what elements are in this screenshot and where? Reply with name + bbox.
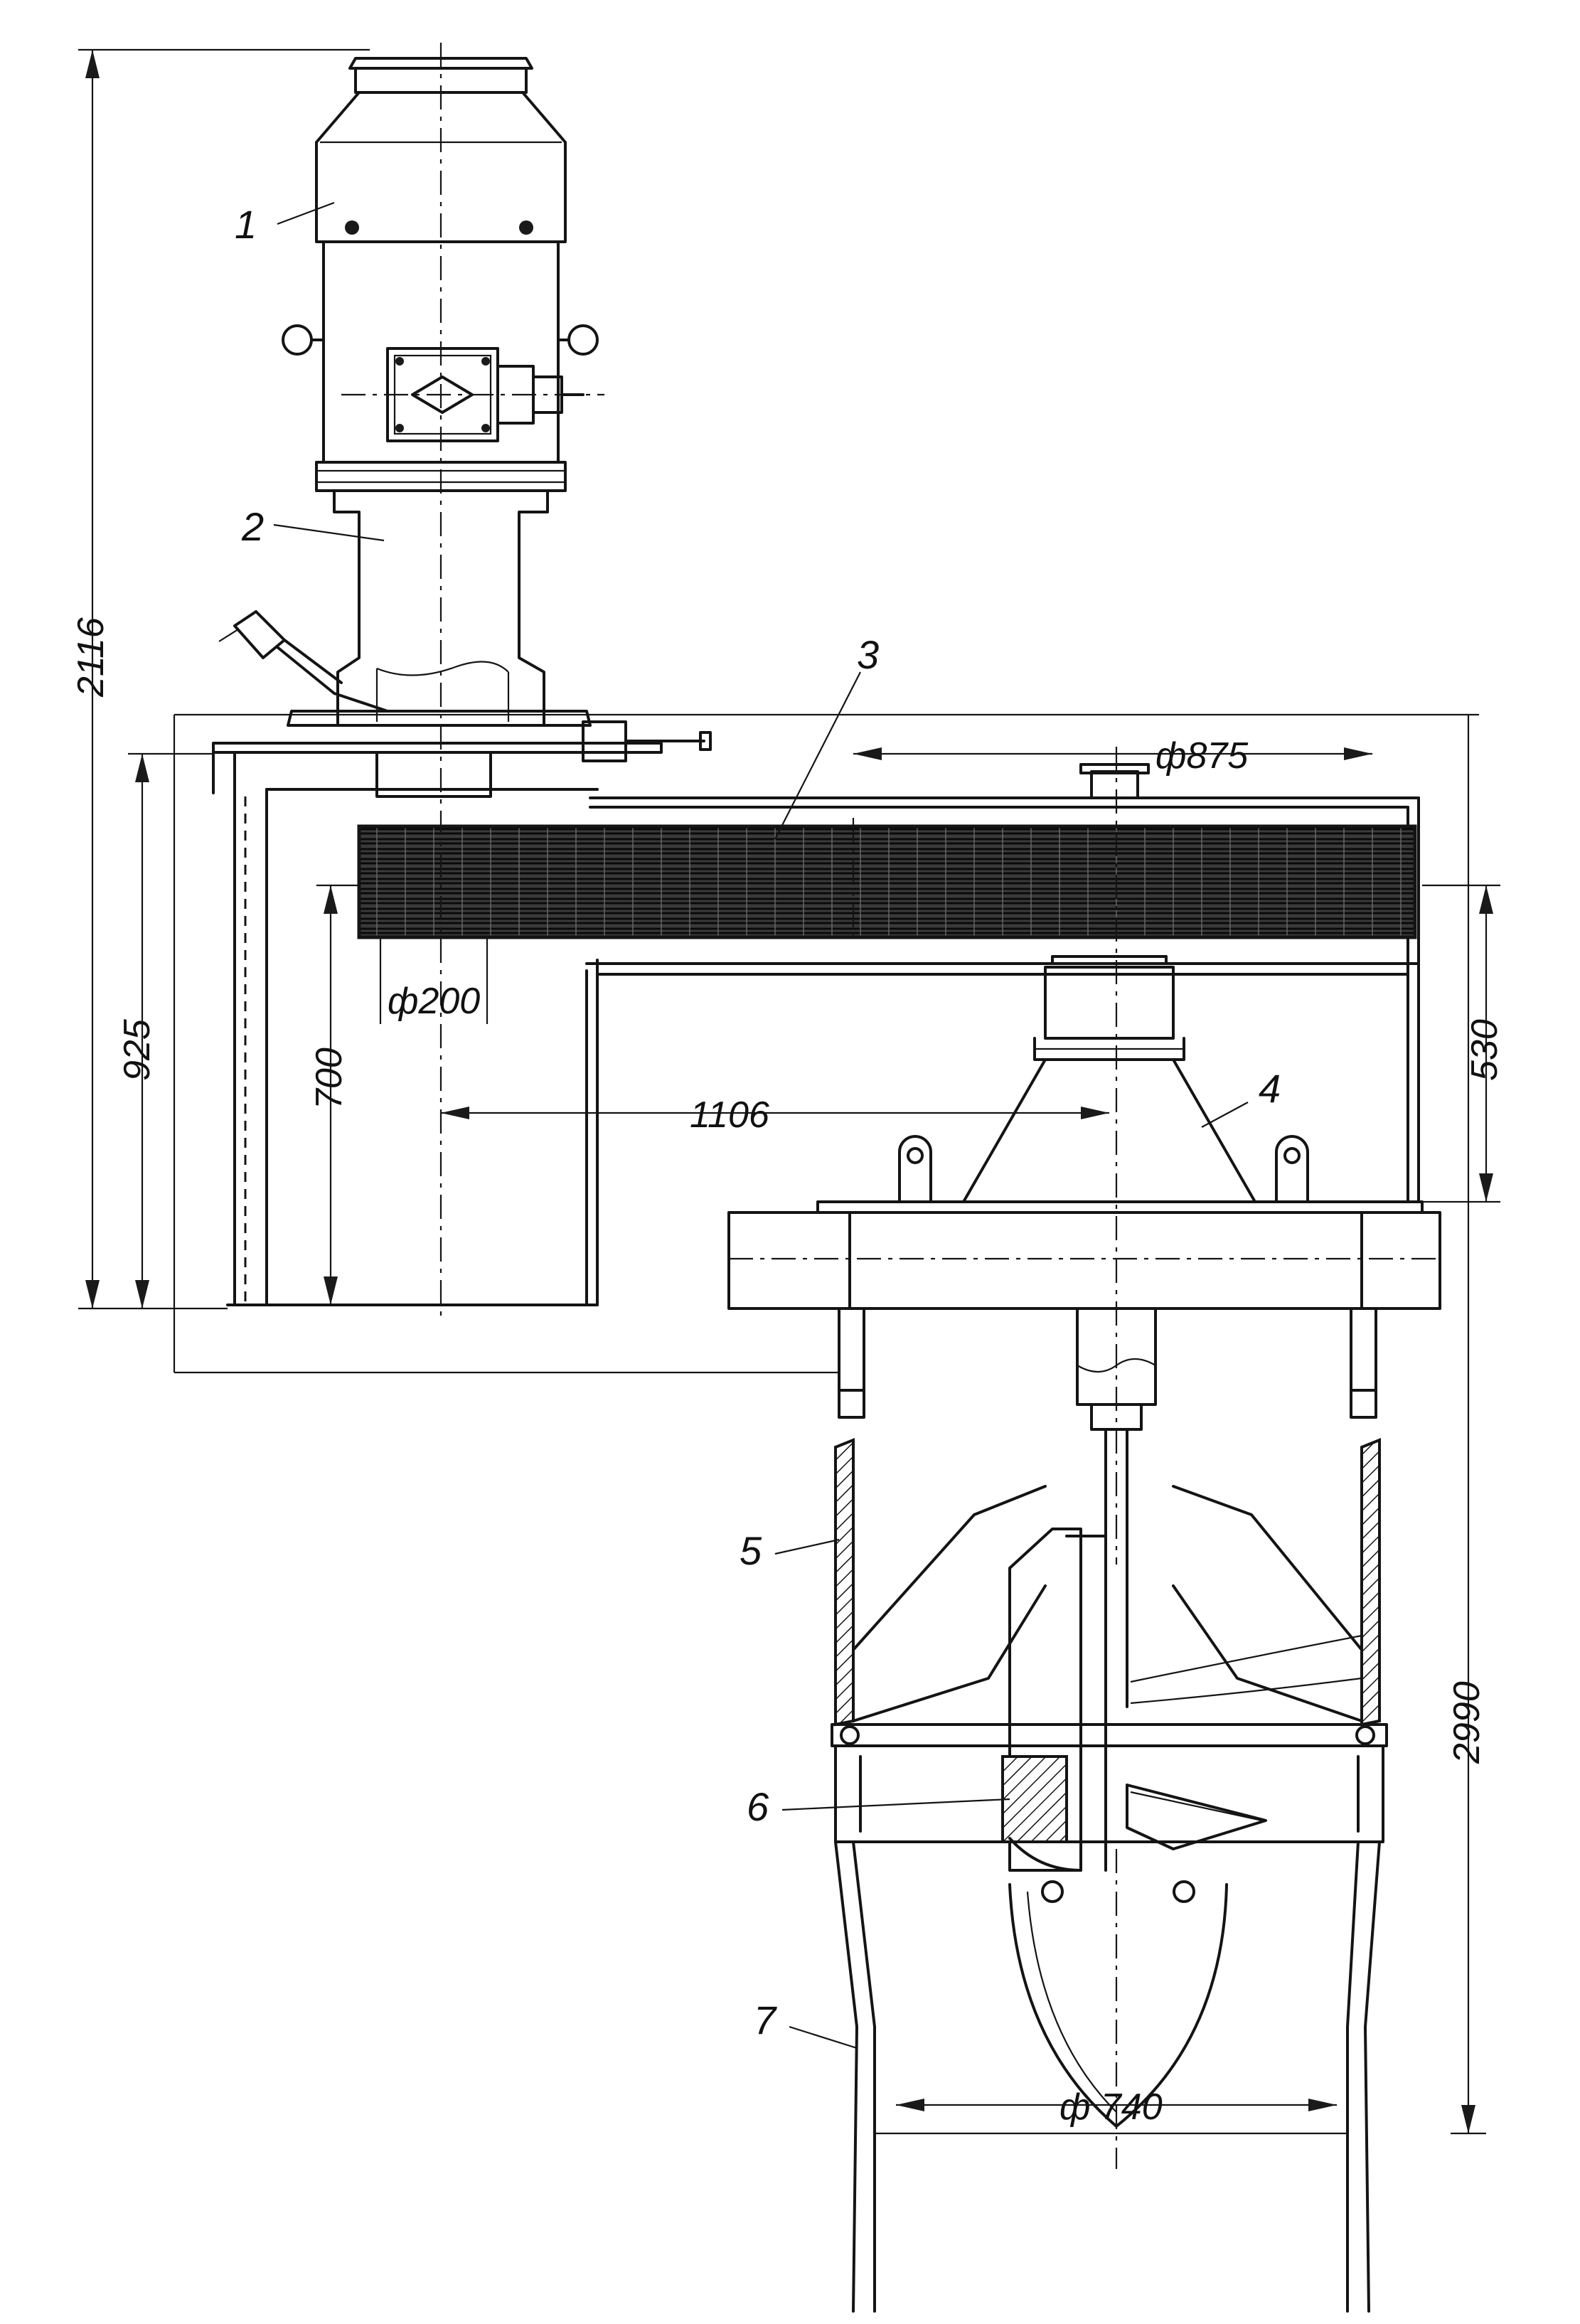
label-heater-coil: 3 xyxy=(857,632,879,677)
guide-tube xyxy=(834,1438,1381,1727)
dim-inner-height: 700 xyxy=(309,1048,350,1109)
label-outlet-tube: 7 xyxy=(754,1998,777,2042)
dim-total-height: 2116 xyxy=(70,617,112,698)
outlet-tube xyxy=(834,1840,1381,2313)
dimension-labels: 2116 925 700 ф200 ф875 1106 530 2990 ф 7… xyxy=(70,617,1505,2128)
label-motor: 1 xyxy=(235,202,257,247)
label-impeller: 6 xyxy=(747,1784,769,1829)
label-guide-tube: 5 xyxy=(740,1528,762,1573)
dim-center-distance: 1106 xyxy=(690,1094,769,1136)
tank-frame xyxy=(212,751,1420,1306)
dimension-lines xyxy=(78,48,1500,2135)
dim-right-height: 530 xyxy=(1464,1019,1505,1081)
dim-overall-height: 2990 xyxy=(1446,1681,1488,1764)
hanger-rods xyxy=(838,1307,1377,1708)
center-lines xyxy=(341,43,1118,2169)
dim-shaft-diameter: ф200 xyxy=(388,981,480,1022)
dim-tube-diameter: ф 740 xyxy=(1059,2086,1163,2128)
heater-coil xyxy=(357,818,1417,946)
dim-coil-diameter: ф875 xyxy=(1155,735,1249,777)
impeller xyxy=(831,1528,1388,2128)
part-labels: 1 2 3 4 5 6 7 xyxy=(235,202,1281,2042)
dim-lower-height: 925 xyxy=(117,1018,158,1081)
shaft-housing xyxy=(212,489,712,798)
support-beam xyxy=(727,1200,1441,1310)
label-gear-cone: 4 xyxy=(1259,1066,1281,1111)
gear-cone xyxy=(898,955,1309,1203)
label-shaft-housing: 2 xyxy=(241,504,264,549)
